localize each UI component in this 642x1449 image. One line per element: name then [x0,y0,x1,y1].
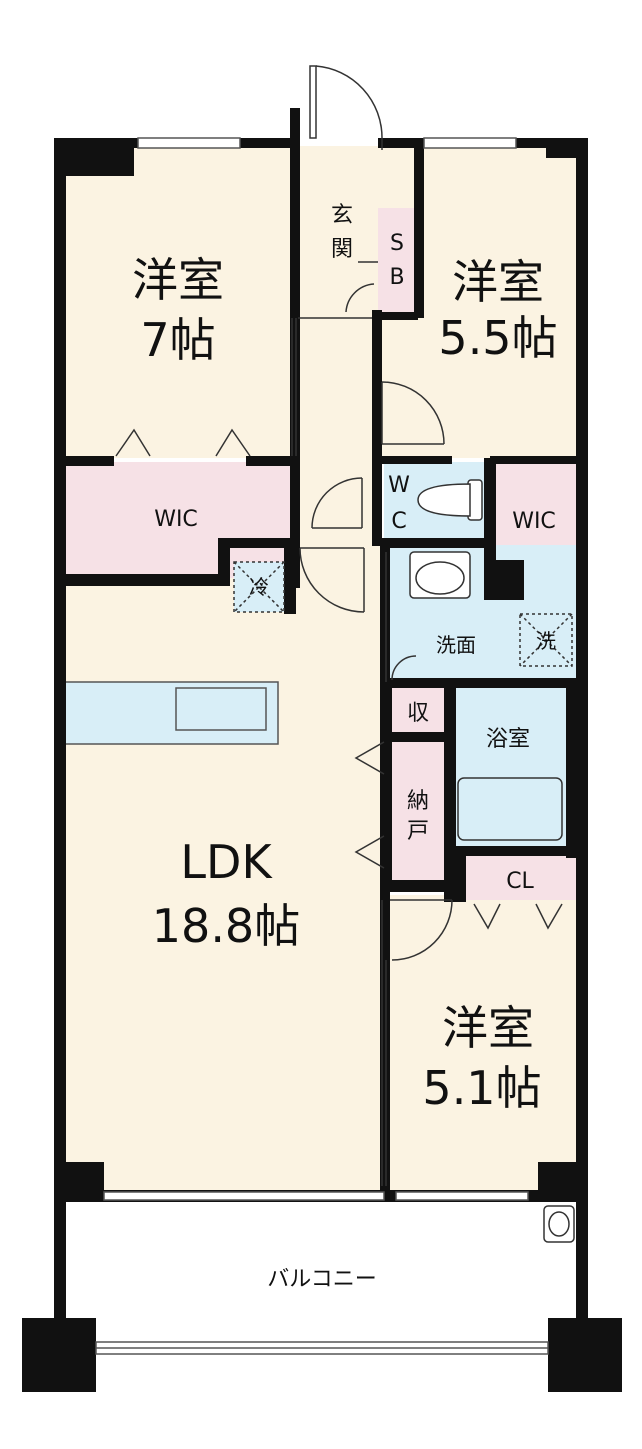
closet-label-1: 納 [407,789,429,814]
entrance-label-1: 玄 [331,203,353,228]
cl-label: CL [506,869,534,894]
fixtures [233,479,575,1243]
closet-label-2: 戸 [407,819,429,844]
ldk-size: 18.8帖 [152,899,300,953]
western-room-7-floor [64,146,292,458]
western-room-51-name: 洋室 [442,1001,534,1055]
western-room-51-floor [390,895,576,1193]
kitchen-sink [175,687,267,731]
wic-left-floor [64,462,292,578]
bathtub-icon [457,777,563,841]
closet-floor [392,742,444,882]
western-room-7-name: 洋室 [132,253,224,307]
fridge-label: 冷 [249,575,269,599]
sb-label-2: B [389,265,404,290]
wic-right-label: WIC [512,509,556,534]
ldk-floor [64,585,384,1193]
wc-label-2: C [391,509,406,534]
balcony-label: バルコニー [267,1267,377,1292]
western-room-55-name: 洋室 [452,255,544,309]
ldk-name: LDK [180,835,273,889]
entrance-label-2: 関 [331,237,353,262]
windows [95,137,549,1355]
fridge-space [233,561,285,613]
wic-left-label: WIC [154,507,198,532]
washroom-label: 洗面 [436,633,476,657]
western-room-55-floor-2 [380,318,580,458]
western-room-51-size: 5.1帖 [422,1061,541,1115]
storage-floor [392,688,444,732]
sb-label-1: S [390,231,404,256]
labels: 洋室 7帖 洋室 5.5帖 LDK 18.8帖 洋室 5.1帖 WIC WIC … [132,203,558,1292]
sb-floor [378,208,414,312]
bath-label: 浴室 [486,727,530,752]
western-room-7-size: 7帖 [140,313,215,367]
storage-label: 収 [407,701,429,726]
western-room-55-size: 5.5帖 [438,311,557,365]
cl-floor [464,856,576,900]
doors [115,65,563,1186]
washer-label: 洗 [536,629,556,653]
walls [22,108,622,1392]
room-fills [63,146,580,1193]
wc-label-1: W [388,473,410,498]
